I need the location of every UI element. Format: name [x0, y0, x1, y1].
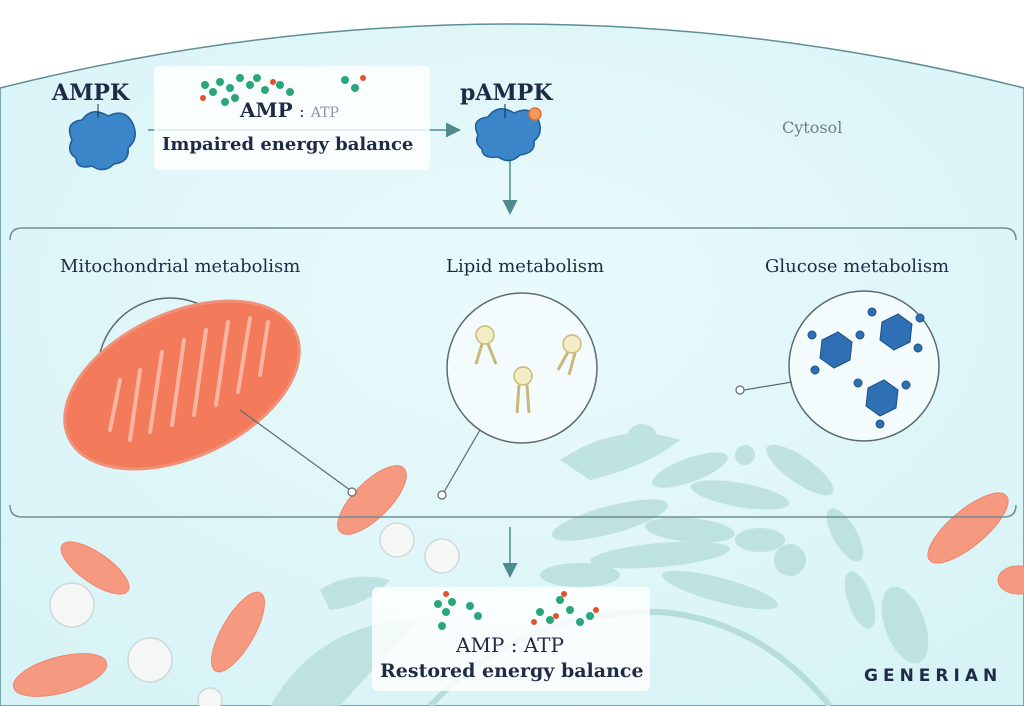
restored-caption: Restored energy balance — [380, 660, 644, 682]
panel-bracket-top — [9, 227, 1017, 241]
impaired-ratio: AMP : ATP — [240, 98, 339, 122]
ampk-protein-icon — [68, 111, 136, 171]
vesicles — [49, 522, 460, 706]
generian-logo: GENERIAN — [864, 666, 1003, 686]
impaired-atp: ATP — [310, 105, 339, 121]
panel-title-lipid: Lipid metabolism — [446, 256, 605, 277]
restored-energy-box — [372, 587, 650, 691]
impaired-amp: AMP — [240, 98, 293, 122]
amp-atp-molecules-icon — [434, 591, 599, 630]
glucose-zoom-circle — [788, 290, 940, 442]
amp-molecules-icon — [200, 74, 366, 106]
glucose-callout-dot — [735, 385, 745, 395]
phosphate-icon — [528, 107, 542, 121]
panel-title-mitochondrial: Mitochondrial metabolism — [60, 256, 301, 277]
mitochondrion-large-icon — [63, 299, 301, 471]
pampk-label: pAMPK — [460, 80, 553, 106]
impaired-sep: : — [299, 102, 305, 121]
restored-ratio: AMP : ATP — [456, 633, 564, 657]
impaired-caption: Impaired energy balance — [162, 134, 414, 155]
lipid-molecule-icons — [474, 325, 582, 414]
pampk-protein-icon — [474, 108, 541, 162]
impaired-energy-box — [154, 66, 430, 170]
lipid-callout-line — [443, 429, 481, 493]
cytosol-label: Cytosol — [782, 118, 843, 137]
mito-callout-dot — [347, 487, 357, 497]
glucose-molecule-icons — [807, 307, 925, 429]
mito-callout-line — [239, 409, 351, 491]
panel-title-glucose: Glucose metabolism — [765, 256, 950, 277]
panel-bracket-bottom — [9, 504, 1017, 518]
ampk-label: AMPK — [52, 80, 130, 106]
lipid-callout-dot — [437, 490, 447, 500]
glucose-callout-line — [743, 381, 793, 391]
